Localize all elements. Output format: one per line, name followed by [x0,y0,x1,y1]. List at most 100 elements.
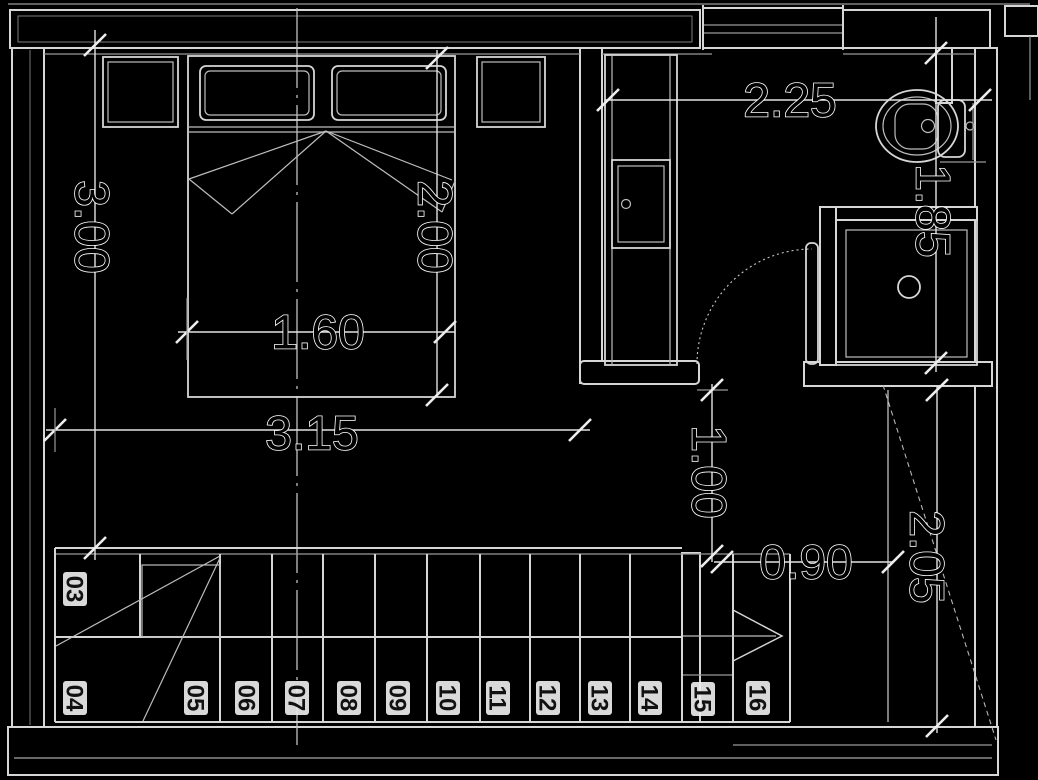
pillow-right [331,65,447,121]
stair-step-label: 04 [61,681,88,715]
winder-diagonal [55,555,221,647]
dim-tick [925,714,949,738]
dim-bed-length-label-group: 2.00 [407,179,462,274]
pillow-left [199,65,315,121]
blanket-fold [441,180,456,213]
dim-tick [700,544,724,568]
dim-room-width-label: 3.15 [265,407,358,460]
dim-tick [568,418,592,442]
stair-step-label: 08 [335,681,362,715]
right-wall [974,47,998,746]
step-label-bg [536,681,560,715]
dim-hall-length-label-group: 2.05 [899,509,954,604]
toilet-bowl-outer [875,89,959,163]
shower-tray-inner [845,229,968,358]
nightstand-left [102,56,179,128]
dim-bed-length-label: 2.00 [408,180,461,273]
top-wall-right [842,9,991,49]
dim-passage-width-label: 0.90 [759,536,852,589]
dim-room-length-label: 3.00 [65,180,118,273]
closet-drawer [611,159,671,249]
step-label-bg [184,681,208,715]
dim-tick [83,33,107,57]
dim-hall-length-label: 2.05 [900,510,953,603]
step-number: 11 [484,685,511,710]
section-dashed-line [882,384,997,741]
top-wall-inner [17,15,693,43]
step-number: 10 [434,685,461,712]
closet [604,54,678,366]
stair-step-label: 15 [689,682,716,716]
step-number: 12 [534,685,561,712]
step-label-bg [638,681,662,715]
shower-west-wall [819,206,837,366]
dim-tick [881,550,905,574]
step-number: 09 [384,685,411,712]
dim-tick [925,378,949,402]
dim-landing-width-label: 1.00 [682,425,735,518]
dim-tick [425,383,449,407]
toilet-valve [965,121,975,131]
stair-step-label: 12 [534,681,561,715]
door-swing-arc [696,248,813,365]
shower-drain [897,275,921,299]
dim-room-length-label-group: 3.00 [64,179,119,274]
step-number: 04 [61,685,88,712]
stair-step-labels: 03 04 05 06 07 08 09 10 11 12 13 14 15 1… [61,572,771,716]
step-number: 08 [335,685,362,712]
stairs [54,547,791,723]
dim-tick [596,88,620,112]
drawer-knob [620,198,632,210]
dim-tick [924,351,948,375]
step-label-bg [486,681,510,715]
step-label-bg [235,681,259,715]
nightstand-right [476,56,546,128]
step-number: 06 [233,685,260,712]
step-label-bg [691,682,715,716]
step-number: 16 [744,685,771,712]
nightstand-inner [107,61,174,123]
winder-landing [141,564,221,638]
window [702,5,844,50]
closet-drawer-inner [617,165,665,243]
blanket-fold [325,130,453,181]
step-label-bg [63,572,87,606]
dim-tick [968,88,992,112]
dim-tick [83,536,107,560]
toilet [875,89,986,163]
exterior-walls [7,3,1038,776]
step-label-bg [63,681,87,715]
bedroom-south-wall [579,360,700,385]
step-number: 13 [586,685,613,712]
door-leaf [805,242,819,365]
stair-step-label: 11 [484,681,511,715]
dim-bath-length-label-group: 1.85 [905,163,960,258]
toilet-bowl-inner [894,103,939,150]
step-number: 15 [689,686,716,713]
dim-landing-width-label-group: 1.00 [681,424,736,519]
step-label-bg [436,681,460,715]
stair-direction-arrow [732,609,784,662]
interior-walls [44,47,993,723]
bed [187,55,456,398]
blanket-fold [188,130,327,180]
stair-step-label: 07 [283,681,310,715]
step-label-bg [746,681,770,715]
dim-hall-width-label: 2.25 [743,74,836,127]
bed-outline [187,55,456,398]
stair-step-label: 14 [636,681,663,715]
dim-tick [710,550,734,574]
blanket-fold [325,130,443,213]
stair-step-label: 13 [586,681,613,715]
dim-tick [433,320,457,344]
shower-tray [835,219,978,366]
stair-step-label: 06 [233,681,260,715]
toilet-bowl-rim [882,96,952,156]
toilet-tank [937,99,966,158]
stair-step-label: 05 [182,681,209,715]
step-number: 07 [283,685,310,712]
bedroom-hall-wall [579,47,603,384]
stair-step-label: 16 [744,681,771,715]
